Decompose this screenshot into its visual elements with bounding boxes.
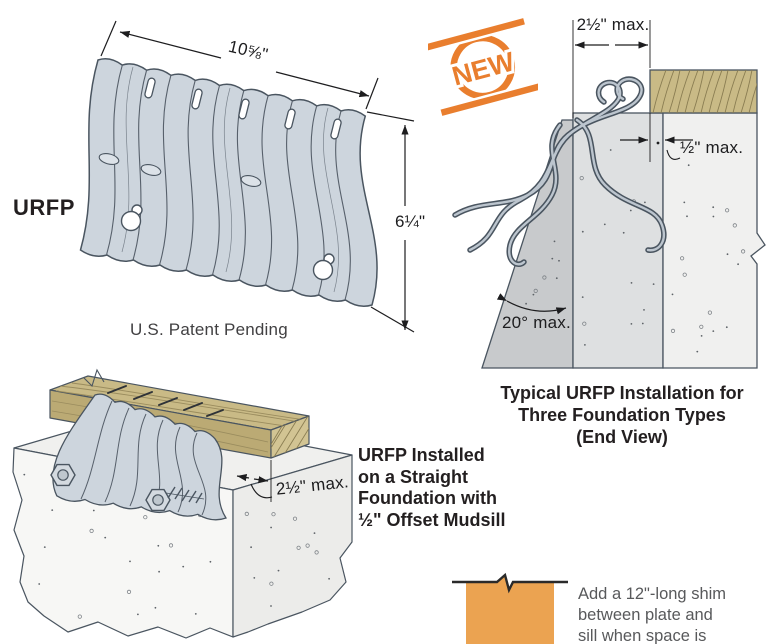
oval-holes — [98, 153, 262, 187]
shim-note-line2: between plate and — [578, 606, 713, 624]
product-name-label: URFP — [13, 195, 75, 220]
new-badge: NEW — [428, 16, 538, 119]
shim-break-line — [452, 572, 568, 594]
install-caption: URFP Installed on a Straight Foundation … — [358, 445, 506, 531]
plate-profiles — [452, 76, 667, 267]
wood-break-mark — [83, 368, 105, 388]
endview-offset-dimension-label: ½" max. — [680, 138, 744, 157]
endview-caption: Typical URFP Installation for Three Foun… — [462, 382, 768, 448]
keyhole-holes — [120, 204, 335, 281]
speckles-right — [670, 164, 746, 353]
shim-note-line3: sill when space is — [578, 627, 707, 644]
urfp-plate-drawing — [79, 58, 378, 307]
endview-top-dimension — [572, 20, 651, 118]
wood-grain-top — [55, 382, 307, 427]
shim-note-line1: Add a 12"-long shim — [578, 585, 727, 603]
mudsill-endview — [649, 69, 758, 114]
install-caption-line1: URFP Installed — [358, 445, 485, 465]
endview-top-dimension-label: 2½" max. — [576, 15, 650, 34]
speckles-right-face — [244, 511, 330, 607]
install-caption-line2: on a Straight — [358, 466, 469, 487]
product-illustration — [79, 20, 415, 333]
speckles-middle — [579, 149, 655, 346]
shim-graphic — [452, 572, 568, 644]
endview-caption-line1: Typical URFP Installation for — [500, 383, 744, 403]
endview-angle-dimension-label: 20° max. — [502, 313, 571, 332]
install-caption-line3: Foundation with — [358, 488, 497, 508]
shim-note: Add a 12"-long shim between plate and si… — [578, 584, 726, 644]
height-dimension — [366, 111, 415, 333]
install-caption-line4: ½" Offset Mudsill — [358, 509, 506, 530]
patent-note: U.S. Patent Pending — [130, 320, 288, 339]
width-dimension — [100, 20, 379, 110]
hex-bolts — [50, 463, 171, 512]
install-dimension — [236, 460, 273, 502]
shim-body — [466, 575, 554, 644]
plate-height-dimension-label: 6¼" — [393, 212, 428, 232]
endview-caption-line2: Three Foundation Types — [518, 405, 726, 425]
slot-holes — [144, 77, 342, 140]
batter-angle-dimension — [496, 293, 567, 315]
screw-anchor — [165, 486, 205, 504]
endview-caption-line3: (End View) — [576, 427, 668, 447]
installed-plate — [52, 393, 227, 521]
install-illustration — [12, 368, 353, 639]
offset-dimension — [620, 113, 693, 162]
nails — [107, 385, 224, 417]
endview-illustration — [452, 20, 766, 369]
